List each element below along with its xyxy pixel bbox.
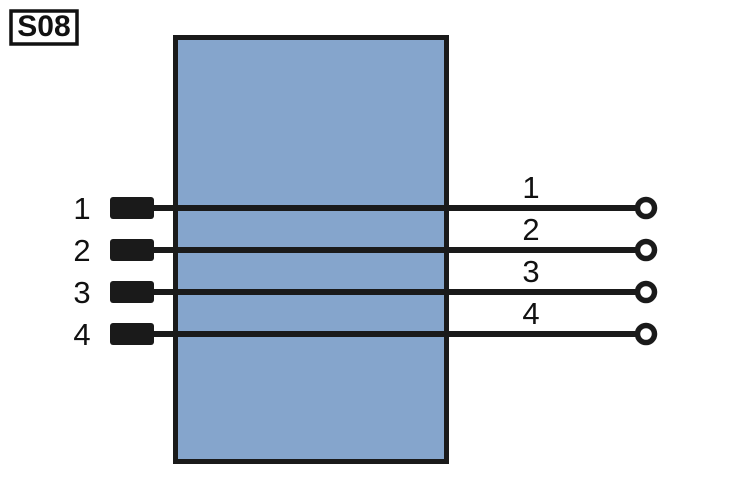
right-terminal-circle-4[interactable] [634, 322, 658, 346]
left-terminal-group [110, 197, 154, 345]
tag-badge-label: S08 [17, 10, 70, 43]
right-terminal-circle-2[interactable] [634, 238, 658, 262]
left-terminal-label-1: 1 [73, 191, 90, 226]
left-terminal-block-4[interactable] [110, 323, 154, 345]
left-terminal-block-1[interactable] [110, 197, 154, 219]
right-terminal-circle-1[interactable] [634, 196, 658, 220]
right-terminal-circle-3[interactable] [634, 280, 658, 304]
wire-group [150, 205, 643, 337]
right-terminal-label-1: 1 [522, 170, 539, 205]
left-label-group: 1 2 3 4 [73, 191, 90, 352]
tag-badge: S08 [9, 9, 79, 46]
right-label-group: 1 2 3 4 [522, 170, 539, 331]
left-terminal-label-3: 3 [73, 275, 90, 310]
left-terminal-label-2: 2 [73, 233, 90, 268]
left-terminal-block-2[interactable] [110, 239, 154, 261]
left-terminal-label-4: 4 [73, 317, 90, 352]
right-terminal-label-4: 4 [522, 296, 539, 331]
left-terminal-block-3[interactable] [110, 281, 154, 303]
right-terminal-label-3: 3 [522, 254, 539, 289]
tag-badge-border [9, 9, 79, 46]
right-terminal-group [634, 196, 658, 346]
right-terminal-label-2: 2 [522, 212, 539, 247]
